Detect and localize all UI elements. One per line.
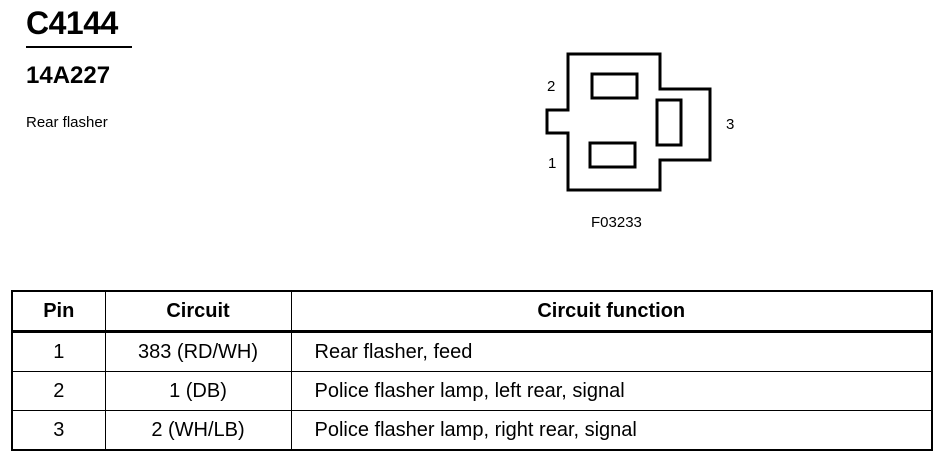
table-row: 1 383 (RD/WH) Rear flasher, feed	[11, 331, 933, 372]
column-header-circuit: Circuit	[104, 290, 292, 332]
circuit-cell: 1 (DB)	[104, 371, 292, 411]
part-number: 14A227	[26, 62, 111, 89]
figure-code: F03233	[591, 214, 642, 231]
pin-label-2: 2	[547, 78, 555, 95]
pin-cell: 1	[11, 331, 106, 372]
pin-label-1: 1	[548, 155, 556, 172]
function-cell: Police flasher lamp, right rear, signal	[290, 410, 933, 451]
table-row: 3 2 (WH/LB) Police flasher lamp, right r…	[11, 410, 933, 451]
pin-cell: 2	[11, 371, 106, 411]
connector-outline	[545, 52, 712, 192]
title-rule	[26, 46, 132, 48]
circuit-cell: 2 (WH/LB)	[104, 410, 292, 451]
pin-label-3: 3	[726, 116, 734, 133]
pin-2-cavity	[590, 72, 639, 100]
pin-3-cavity	[655, 98, 683, 147]
table-row: 2 1 (DB) Police flasher lamp, left rear,…	[11, 371, 933, 411]
connector-description: Rear flasher	[26, 114, 108, 131]
pin-cell: 3	[11, 410, 106, 451]
column-header-function: Circuit function	[290, 290, 933, 332]
circuit-cell: 383 (RD/WH)	[104, 331, 292, 372]
function-cell: Rear flasher, feed	[290, 331, 933, 372]
connector-face-diagram: 2 1 3 F03233	[545, 52, 734, 231]
table-header-row: Pin Circuit Circuit function	[11, 290, 933, 332]
pin-1-cavity	[588, 141, 637, 169]
connector-id: C4144	[26, 5, 118, 41]
pin-table: Pin Circuit Circuit function 1 383 (RD/W…	[11, 290, 933, 451]
function-cell: Police flasher lamp, left rear, signal	[290, 371, 933, 411]
column-header-pin: Pin	[11, 290, 106, 332]
